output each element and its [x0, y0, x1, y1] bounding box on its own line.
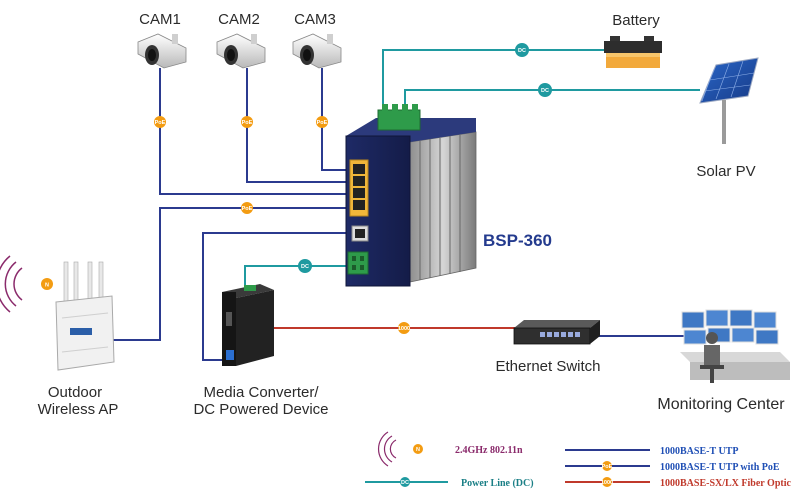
svg-text:PoE: PoE [242, 120, 253, 126]
legend-utp-label: 1000BASE-T UTP [660, 446, 738, 457]
mc-label-line2: DC Powered Device [193, 401, 328, 418]
cam3-device [292, 33, 342, 69]
legend-wifi-icon: N [378, 431, 423, 467]
svg-text:DC: DC [541, 88, 549, 94]
line-tags: PoE PoE PoE PoE DC DC DC 1000 [154, 43, 552, 334]
svg-text:PoE: PoE [155, 120, 166, 126]
ap-label-line1: Outdoor [48, 384, 102, 401]
svg-text:1000: 1000 [398, 326, 410, 332]
legend-wifi-label: 2.4GHz 802.11n [455, 445, 523, 456]
battery-label: Battery [612, 12, 660, 29]
legend-dc-swatch: DC [365, 477, 448, 487]
svg-text:PoE: PoE [602, 464, 613, 470]
svg-text:PoE: PoE [242, 206, 253, 212]
svg-text:PoE: PoE [317, 120, 328, 126]
battery-device [604, 36, 662, 68]
battery-dc-line [382, 49, 610, 112]
svg-text:DC: DC [518, 48, 526, 54]
mc-utp-line [202, 232, 356, 361]
mc-dc-line [244, 265, 352, 290]
ap-poe-line [113, 207, 356, 341]
fiber-tag: 1000 [398, 322, 410, 334]
monitoring-center-device [680, 309, 790, 383]
svg-text:N: N [416, 447, 420, 453]
svg-text:1000: 1000 [601, 480, 613, 486]
cam2-label: CAM2 [218, 11, 260, 28]
cam3-poe-line [321, 68, 356, 171]
svg-text:DC: DC [301, 264, 309, 270]
solar-dc-line [404, 89, 700, 112]
cam3-label: CAM3 [294, 11, 336, 28]
ap-label-line2: Wireless AP [38, 401, 119, 418]
bsp-360-device [345, 104, 477, 287]
dc-tag-mc: DC [298, 259, 312, 273]
dc-tag-solar: DC [538, 83, 552, 97]
poe-tag-cam2: PoE [241, 116, 253, 128]
legend-utp-poe-swatch: PoE [565, 461, 650, 471]
legend: N 2.4GHz 802.11n 1000BASE-T UTP PoE 1000… [365, 431, 791, 489]
cam1-label: CAM1 [139, 11, 181, 28]
solar-panel-device [699, 57, 759, 144]
dc-tag-battery: DC [515, 43, 529, 57]
poe-tag-cam1: PoE [154, 116, 166, 128]
legend-dc-label: Power Line (DC) [461, 478, 534, 489]
outdoor-ap-device: N [0, 255, 115, 371]
wifi-n-badge: N [45, 283, 49, 289]
monitor-label: Monitoring Center [657, 396, 785, 413]
cam1-poe-line [159, 68, 356, 195]
svg-text:DC: DC [401, 480, 409, 486]
cam1-device [137, 33, 187, 69]
mc-label-line1: Media Converter/ [203, 384, 319, 401]
legend-fiber-label: 1000BASE-SX/LX Fiber Optic [660, 478, 791, 489]
poe-tag-cam3: PoE [316, 116, 328, 128]
media-converter-device [222, 284, 274, 366]
cam2-poe-line [246, 68, 356, 183]
poe-tag-ap: PoE [241, 202, 253, 214]
switch-label: Ethernet Switch [495, 358, 600, 375]
bsp-360-label: BSP-360 [483, 231, 552, 250]
cam2-device [216, 33, 266, 69]
legend-fiber-swatch: 1000 [565, 477, 650, 487]
ethernet-switch-device [513, 320, 600, 345]
legend-utp-poe-label: 1000BASE-T UTP with PoE [660, 462, 780, 473]
solar-label: Solar PV [696, 163, 755, 180]
